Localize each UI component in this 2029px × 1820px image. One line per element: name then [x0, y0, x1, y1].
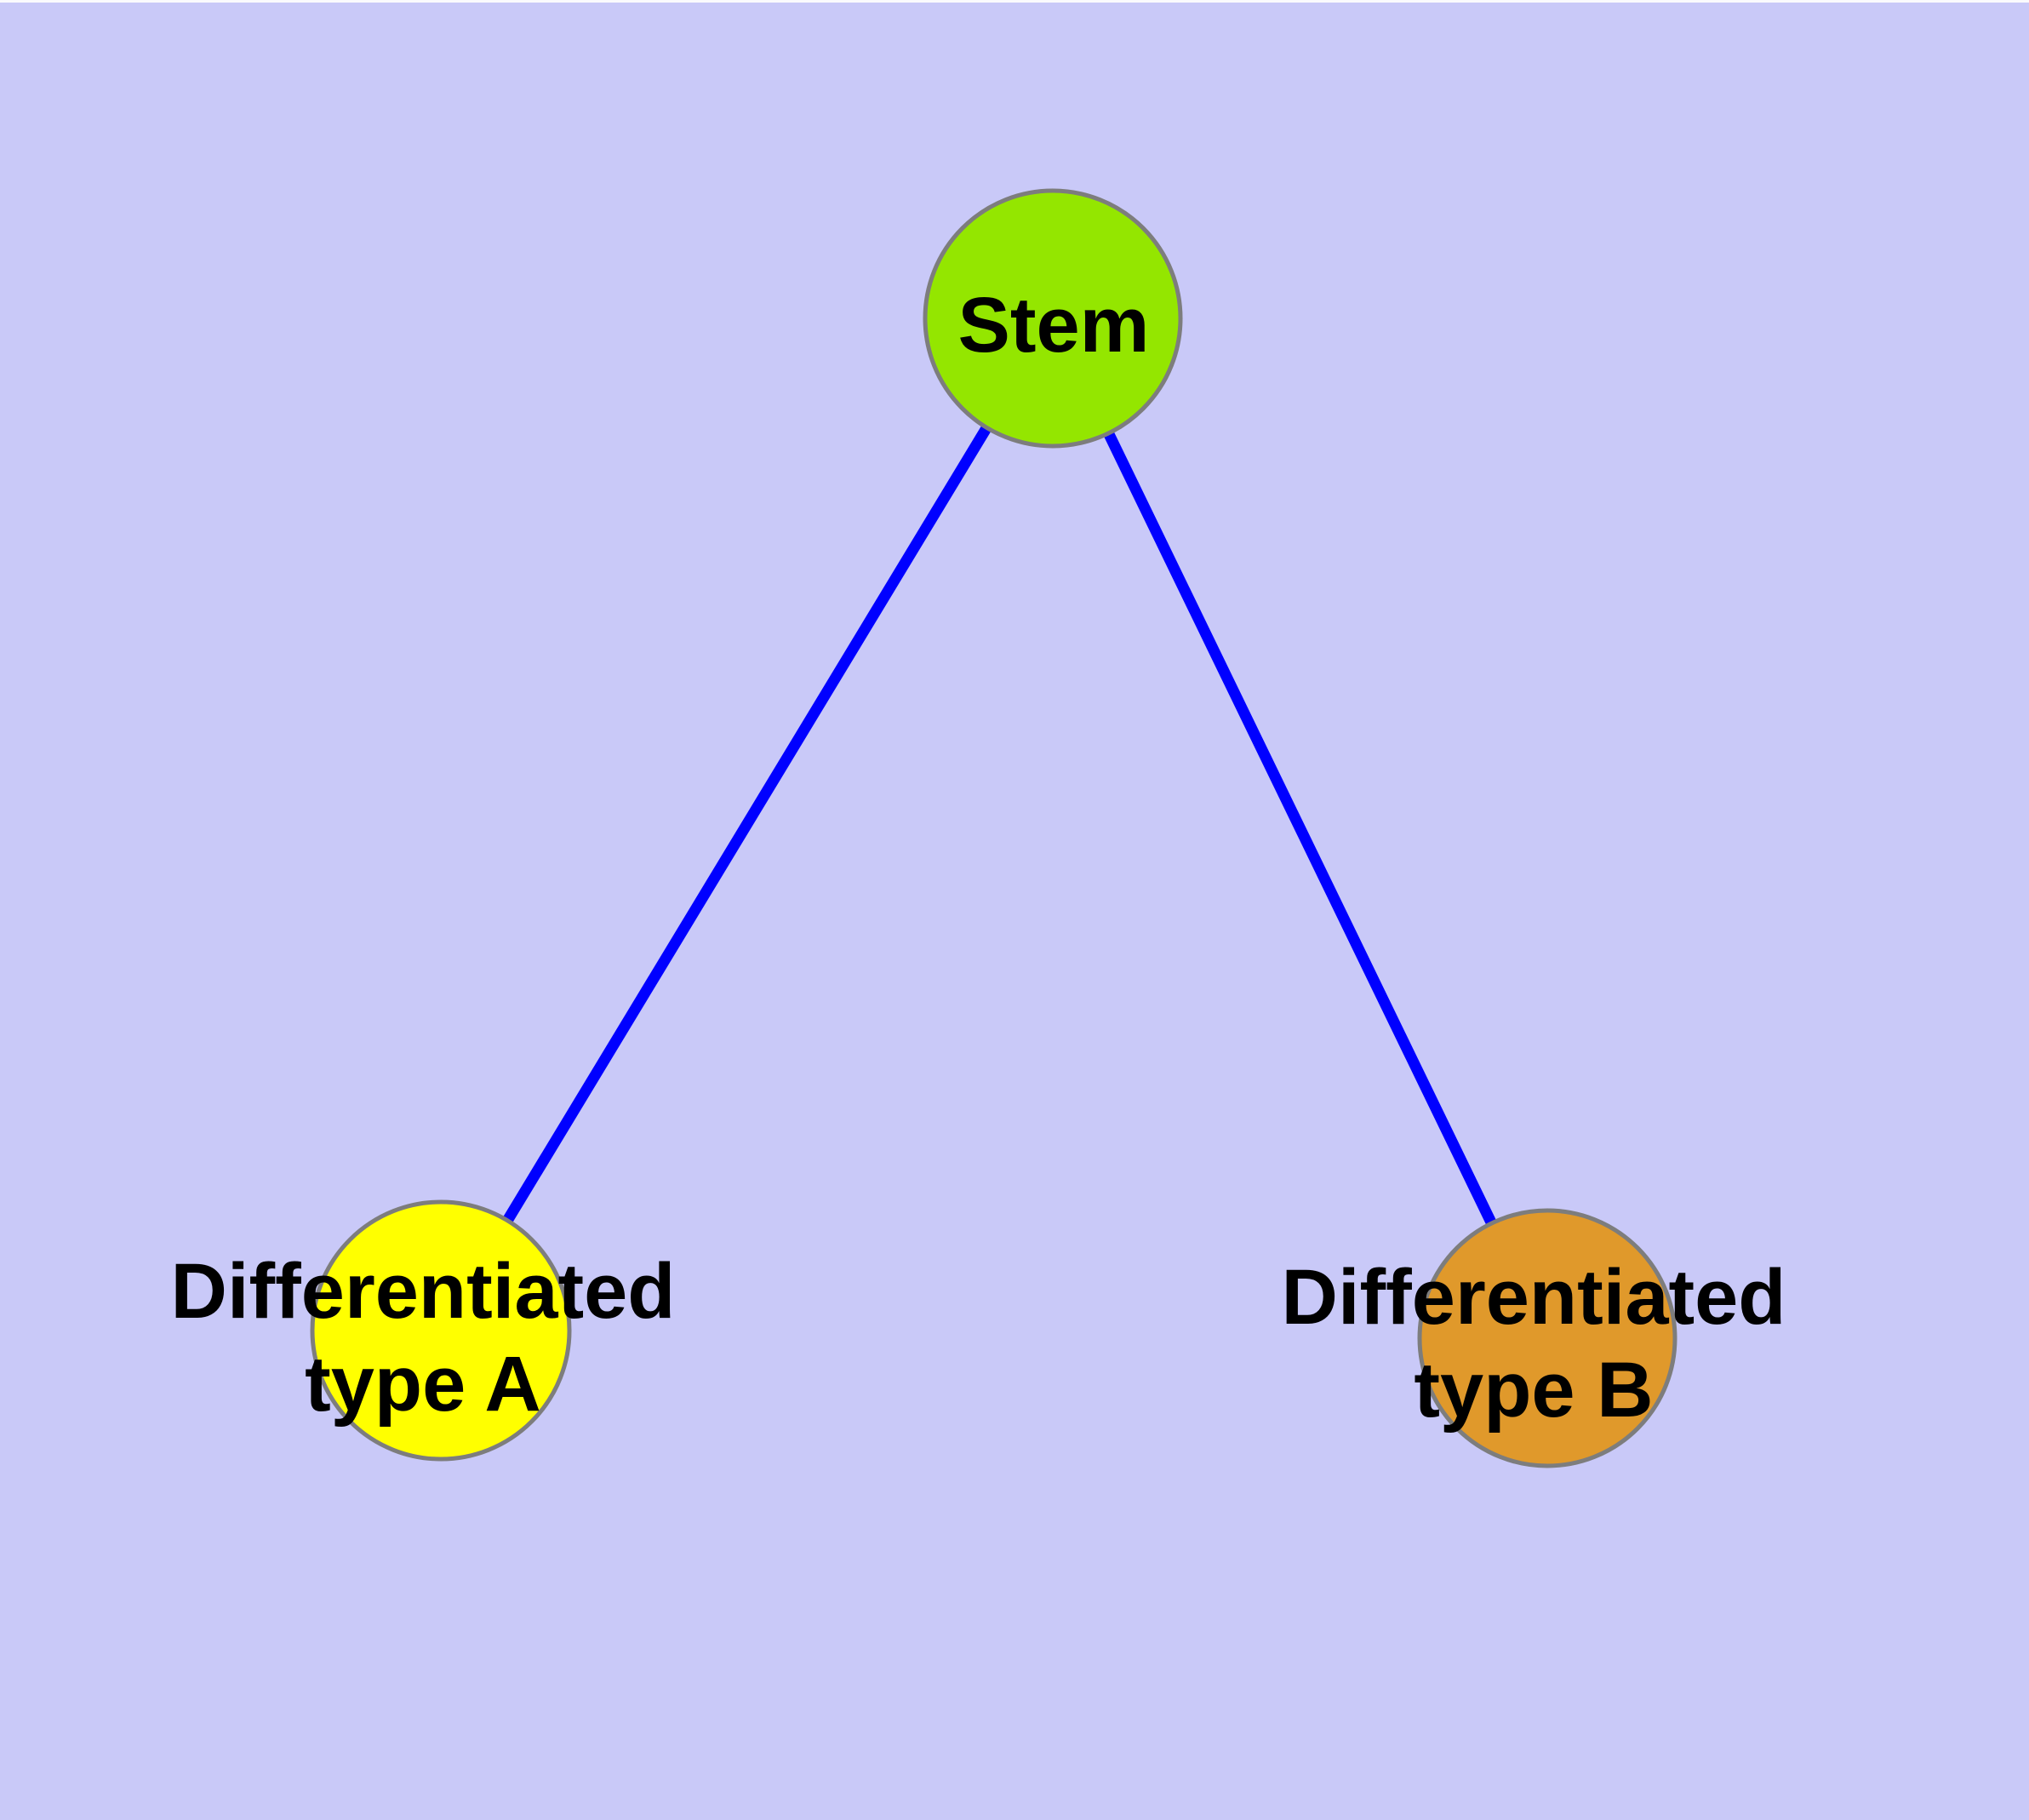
window-top-strip [0, 0, 2029, 3]
node-type-a-label-line2: type A [305, 1341, 541, 1428]
node-stem [923, 188, 1183, 449]
node-differentiated-type-a [310, 1199, 572, 1462]
node-type-a-label-line1: Differentiated [171, 1248, 676, 1335]
node-type-b-label-line1: Differentiated [1282, 1254, 1786, 1341]
edge-stem-to-type-b [1048, 316, 1552, 1341]
node-differentiated-type-b [1417, 1208, 1677, 1468]
node-type-b-label-line2: type B [1414, 1347, 1653, 1434]
node-stem-label: Stem [958, 282, 1150, 369]
edge-stem-to-type-a [436, 315, 1058, 1334]
